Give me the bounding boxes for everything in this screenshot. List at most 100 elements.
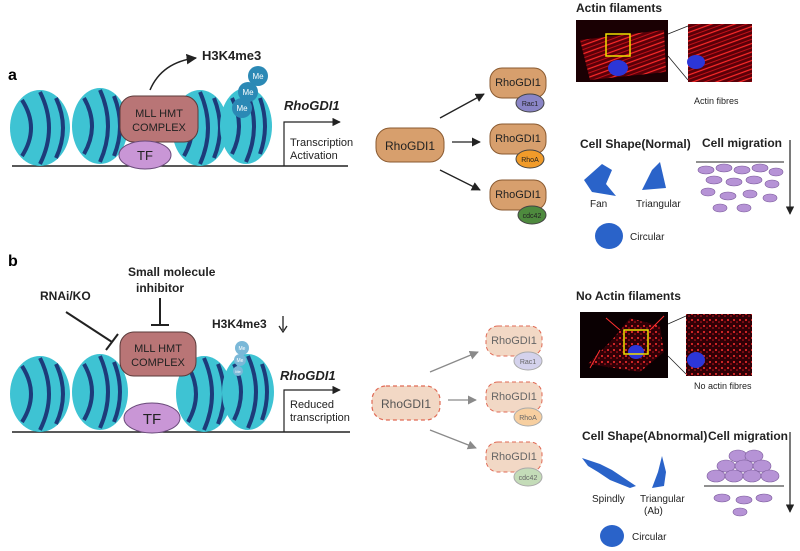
- transcription-arrow-a: [283, 117, 341, 166]
- transcription-arrow-b: [283, 385, 341, 432]
- nucleosome-a2: [72, 88, 128, 164]
- tf-a: [118, 140, 172, 170]
- mll-complex-a: [119, 95, 199, 143]
- rhogdi1-center-label-b: RhoGDI1: [381, 397, 431, 411]
- actin-title-a: Actin filaments: [576, 1, 662, 15]
- cell-triangular-a: [642, 162, 666, 190]
- rhogdi1-rac1-a: RhoGDI1 Rac1: [489, 67, 547, 113]
- mark-arrow-a: [149, 53, 198, 91]
- rhogdi1-rac1-b: RhoGDI1 Rac1: [485, 325, 543, 371]
- svg-text:RhoGDI1: RhoGDI1: [495, 133, 541, 145]
- outcome-label-a2: Activation: [290, 150, 338, 162]
- svg-text:RhoGDI1: RhoGDI1: [495, 77, 541, 89]
- shape-label-spindly: Spindly: [592, 494, 625, 505]
- mll-complex-label-b2: COMPLEX: [131, 357, 185, 369]
- svg-text:RhoGDI1: RhoGDI1: [491, 451, 537, 463]
- nucleosome-b4: [222, 354, 274, 430]
- svg-text:Me: Me: [252, 72, 264, 81]
- rhogdi1-center-label-a: RhoGDI1: [385, 139, 435, 153]
- tf-label-b: TF: [143, 411, 161, 428]
- svg-text:RhoGDI1: RhoGDI1: [495, 189, 541, 201]
- shape-label-ab: (Ab): [644, 506, 663, 517]
- zoom-line-a2: [667, 55, 689, 81]
- rhogdi1-rhoa-b: RhoGDI1 RhoA: [485, 381, 543, 427]
- arrow-to-cdc42-b: [429, 429, 477, 450]
- h3k4me3-label-a: H3K4me3: [202, 48, 261, 63]
- zoom-line-b1: [667, 315, 687, 325]
- migration-cells-b-below: [713, 493, 773, 517]
- outcome-label-b1: Reduced: [290, 399, 334, 411]
- inhibitor-label-1: Small molecule: [128, 265, 216, 279]
- mll-complex-label-a1: MLL HMT: [135, 108, 183, 120]
- h3k4me3-label-b: H3K4me3: [212, 317, 267, 331]
- arrow-to-rac1-a: [439, 93, 485, 119]
- migration-title-b: Cell migration: [708, 429, 788, 443]
- panel-a: a MLL HMT CO: [8, 1, 795, 249]
- svg-text:cdc42: cdc42: [519, 475, 538, 482]
- panel-b-label: b: [8, 253, 18, 270]
- me-group-b: Me Me Me: [233, 341, 249, 376]
- svg-text:Me: Me: [236, 104, 248, 113]
- shape-label-triangular: Triangular: [636, 199, 681, 210]
- svg-text:Me: Me: [237, 358, 244, 364]
- tf-b: [123, 402, 181, 434]
- panel-b: b RNAi/KO Small molecule inhibitor: [8, 253, 795, 547]
- cell-circular-a: [595, 223, 623, 249]
- inhibitor-label-2: inhibitor: [136, 281, 184, 295]
- cell-spindly-b: [582, 458, 636, 488]
- me-group-a: Me Me Me: [232, 66, 268, 118]
- svg-text:Me: Me: [235, 369, 241, 374]
- rnai-inhibition-bar: [105, 333, 119, 351]
- shape-title-b: Cell Shape(Abnormal): [582, 429, 707, 443]
- arrow-to-cdc42-a: [439, 169, 481, 191]
- cell-circular-b: [600, 525, 624, 547]
- rhogdi1-rhoa-a: RhoGDI1 RhoA: [489, 123, 547, 169]
- shape-label-triangular-b: Triangular: [640, 494, 685, 505]
- rhogdi1-center-a: [375, 127, 445, 163]
- actin-zoom-a: [687, 24, 752, 82]
- outcome-label-a1: Transcription: [290, 137, 353, 149]
- nucleosome-b2: [72, 354, 128, 430]
- svg-text:Me: Me: [242, 88, 254, 97]
- migration-title-a: Cell migration: [702, 136, 782, 150]
- mll-complex-b: [119, 331, 197, 377]
- nucleosome-b1: [10, 356, 70, 432]
- shape-title-a: Cell Shape(Normal): [580, 137, 691, 151]
- shape-label-circular-a: Circular: [630, 232, 665, 243]
- actin-caption-b: No actin fibres: [694, 381, 752, 391]
- svg-text:Rac1: Rac1: [522, 101, 538, 108]
- actin-caption-a: Actin fibres: [694, 96, 739, 106]
- actin-title-b: No Actin filaments: [576, 289, 681, 303]
- zoom-line-a1: [667, 25, 689, 35]
- panel-a-label: a: [8, 67, 17, 84]
- gene-label-b: RhoGDI1: [280, 368, 336, 383]
- svg-text:cdc42: cdc42: [523, 213, 542, 220]
- cell-fan-a: [584, 164, 616, 196]
- rnai-inhibition-line: [65, 311, 113, 343]
- actin-zoom-b: [686, 314, 752, 376]
- decrease-arrow: [278, 316, 288, 334]
- nucleosome-a1: [10, 90, 70, 166]
- svg-text:RhoGDI1: RhoGDI1: [491, 335, 537, 347]
- tf-label-a: TF: [137, 148, 153, 163]
- shape-label-circular-b: Circular: [632, 532, 667, 543]
- shape-label-fan: Fan: [590, 199, 607, 210]
- arrow-to-rac1-b: [429, 350, 479, 373]
- rnai-label: RNAi/KO: [40, 289, 91, 303]
- migration-cells-b: [706, 449, 780, 483]
- cell-triangular-b: [652, 456, 666, 488]
- rhogdi1-center-b: [371, 385, 441, 421]
- mll-complex-label-b1: MLL HMT: [134, 343, 182, 355]
- rhogdi1-cdc42-b: RhoGDI1 cdc42: [485, 441, 543, 487]
- svg-text:Rac1: Rac1: [520, 359, 536, 366]
- svg-text:RhoA: RhoA: [519, 415, 537, 422]
- rhogdi1-cdc42-a: RhoGDI1 cdc42: [489, 179, 547, 225]
- actin-image-a: [576, 20, 668, 82]
- zoom-line-b2: [667, 355, 687, 375]
- mll-complex-label-a2: COMPLEX: [132, 122, 186, 134]
- migration-cells-a: [697, 163, 784, 213]
- svg-text:RhoGDI1: RhoGDI1: [491, 391, 537, 403]
- svg-text:RhoA: RhoA: [521, 157, 539, 164]
- gene-label-a: RhoGDI1: [284, 98, 340, 113]
